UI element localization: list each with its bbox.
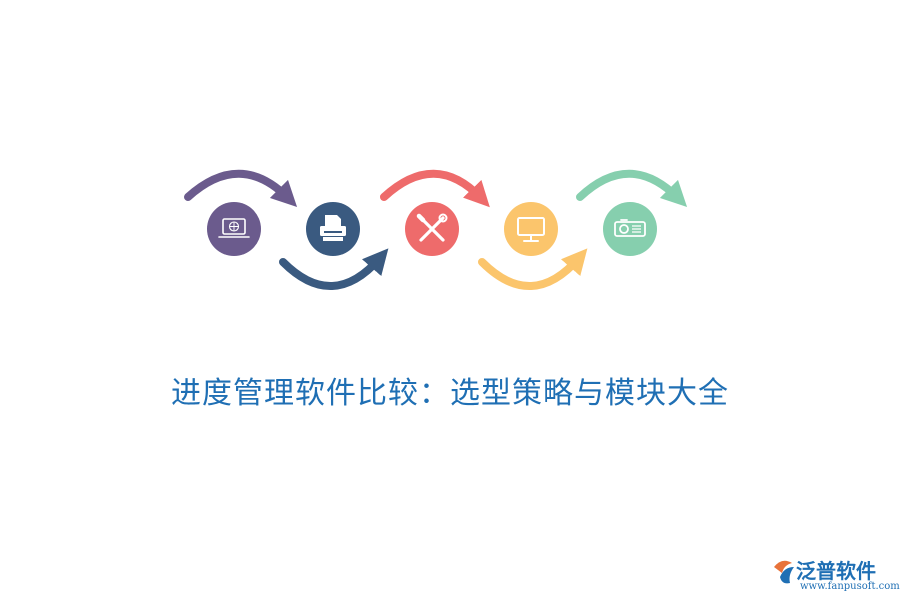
- arrow-arc-5: [576, 169, 688, 208]
- step-2: [306, 202, 360, 256]
- arrow-arc-4: [478, 248, 588, 290]
- monitor-icon: [517, 217, 545, 242]
- step-3: [405, 202, 459, 256]
- arrow-arc-2: [279, 248, 389, 290]
- step-4: [504, 202, 558, 256]
- laptop-globe-icon: [218, 218, 250, 238]
- projector-icon: [614, 219, 646, 237]
- brand-url: www.fanpusoft.com: [800, 581, 900, 592]
- tools-icon: [416, 213, 448, 242]
- brand-logo-icon: [774, 560, 794, 584]
- page-title: 进度管理软件比较：选型策略与模块大全: [171, 376, 729, 411]
- arrow-arc-1: [184, 169, 298, 208]
- step-1: [207, 202, 261, 256]
- arrow-arc-3: [380, 169, 490, 208]
- brand-name: 泛普软件: [796, 559, 876, 583]
- step-5: [603, 202, 657, 256]
- printer-icon: [320, 215, 346, 241]
